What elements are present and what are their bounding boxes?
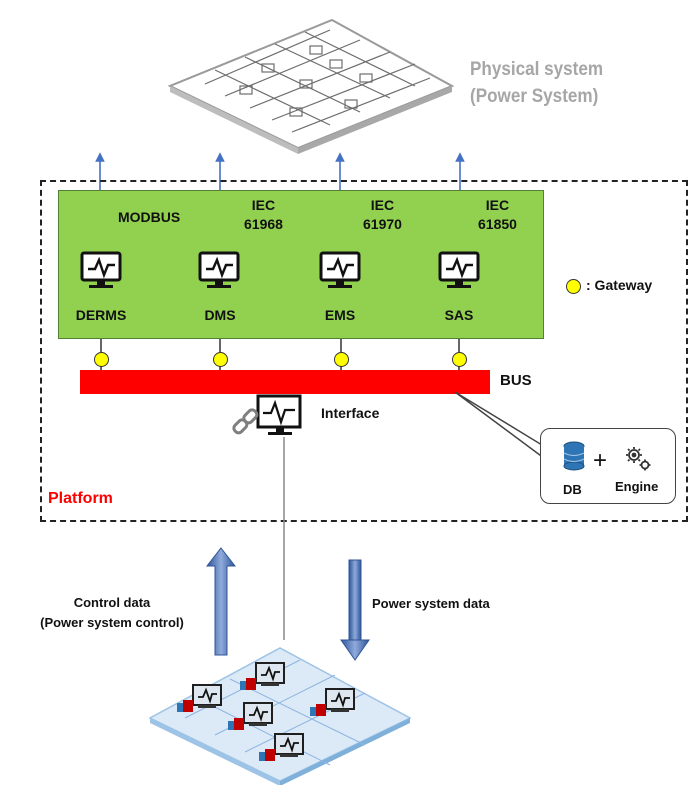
- plus-sign: +: [593, 447, 608, 474]
- bus-bar: [80, 370, 490, 394]
- system-label-sas: SAS: [444, 307, 474, 323]
- system-label-ems: EMS: [324, 307, 356, 323]
- gateway-node-sas: [452, 352, 467, 367]
- gear-icon: [626, 447, 651, 471]
- protocol-label-modbus: MODBUS: [118, 209, 181, 225]
- physical-system-label: Physical system (Power System): [470, 59, 604, 107]
- gateway-legend-icon: [566, 279, 581, 294]
- database-icon: [563, 441, 585, 471]
- db-engine-callout: + DB Engine: [540, 428, 676, 504]
- system-label-dms: DMS: [204, 307, 236, 323]
- engine-label: Engine: [615, 479, 659, 494]
- bus-label: BUS: [500, 372, 532, 389]
- control-data-label: Control data (Power system control): [40, 595, 184, 630]
- callout-icons: [563, 441, 651, 471]
- gateway-node-derms: [94, 352, 109, 367]
- platform-label: Platform: [48, 490, 113, 507]
- physical-system-board-icon: [167, 18, 455, 154]
- gateway-node-ems: [334, 352, 349, 367]
- gateway-node-dms: [213, 352, 228, 367]
- interface-label: Interface: [321, 405, 380, 421]
- gateway-legend-label: : Gateway: [586, 277, 653, 293]
- power-system-data-label: Power system data: [372, 596, 490, 611]
- platform-boundary: [40, 180, 688, 522]
- system-label-derms: DERMS: [75, 307, 127, 323]
- db-label: DB: [563, 482, 582, 497]
